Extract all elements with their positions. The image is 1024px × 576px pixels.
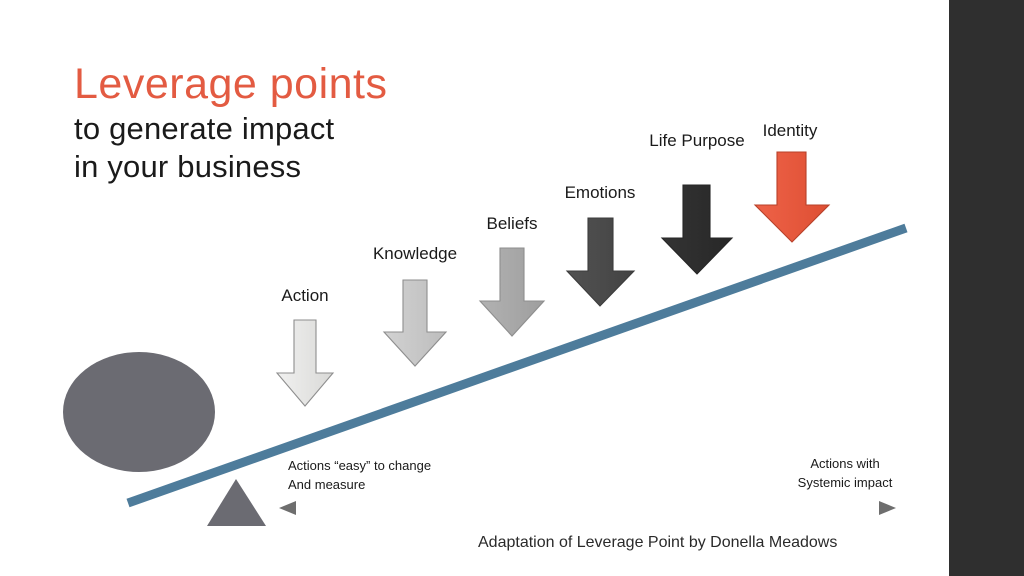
lever-arrow-identity <box>753 151 831 243</box>
lever-arrow-knowledge <box>382 279 448 367</box>
lever-label-life-purpose: Life Purpose <box>649 131 745 150</box>
right-accent-band <box>949 0 1024 576</box>
lever-arrow-beliefs <box>478 247 546 337</box>
axis-arrowhead-left <box>279 501 296 515</box>
page-subtitle-line2: in your business <box>74 149 302 184</box>
source-caption: Adaptation of Leverage Point by Donella … <box>478 534 838 551</box>
page-title: Leverage points <box>74 60 388 108</box>
lever-bar <box>126 223 908 508</box>
fulcrum-triangle <box>207 479 266 526</box>
axis-arrowhead-right <box>879 501 896 515</box>
impact-axis <box>279 501 896 515</box>
lever-label-identity: Identity <box>762 121 818 140</box>
lever-label-action: Action <box>281 286 329 305</box>
weight-ball <box>63 352 215 472</box>
lever-arrow-life-purpose <box>660 184 734 275</box>
axis-note-right-line1: Actions with <box>810 456 880 471</box>
lever-label-emotions: Emotions <box>564 183 636 202</box>
axis-note-left-line1: Actions “easy” to change <box>288 458 432 473</box>
lever-arrow-emotions <box>565 217 636 307</box>
axis-note-right-line2: Systemic impact <box>797 475 893 490</box>
lever-label-beliefs: Beliefs <box>486 214 538 233</box>
page-subtitle-line1: to generate impact <box>74 111 335 146</box>
lever-arrow-action <box>275 319 335 407</box>
axis-note-left-line2: And measure <box>288 477 366 492</box>
lever-label-knowledge: Knowledge <box>372 244 458 263</box>
